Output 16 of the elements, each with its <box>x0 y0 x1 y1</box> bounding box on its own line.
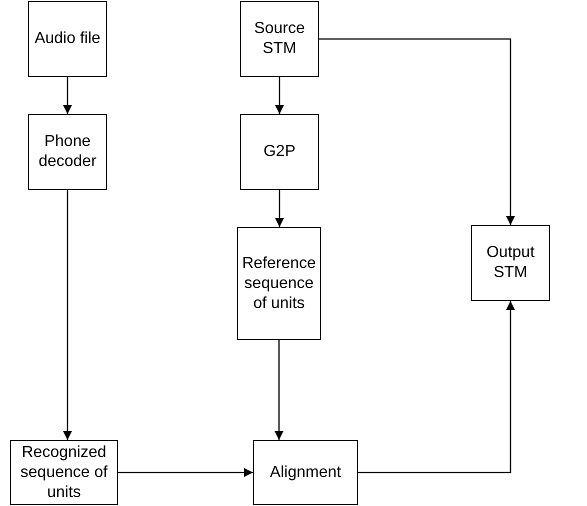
arrow <box>118 468 253 477</box>
process-box: Phone decoder <box>28 114 107 190</box>
arrow <box>274 340 284 440</box>
arrow <box>63 190 72 440</box>
process-box: G2P <box>240 114 319 190</box>
process-box: Audio file <box>28 1 107 77</box>
process-box: Reference sequence of units <box>237 227 321 340</box>
process-box: Source STM <box>240 1 319 77</box>
arrow <box>319 38 515 225</box>
arrow <box>63 77 72 114</box>
process-box: Recognized sequence of units <box>10 440 118 505</box>
arrow <box>358 301 515 474</box>
arrow <box>275 77 284 114</box>
arrow <box>275 190 284 227</box>
process-box: Output STM <box>471 225 550 301</box>
process-box: Alignment <box>253 440 358 505</box>
